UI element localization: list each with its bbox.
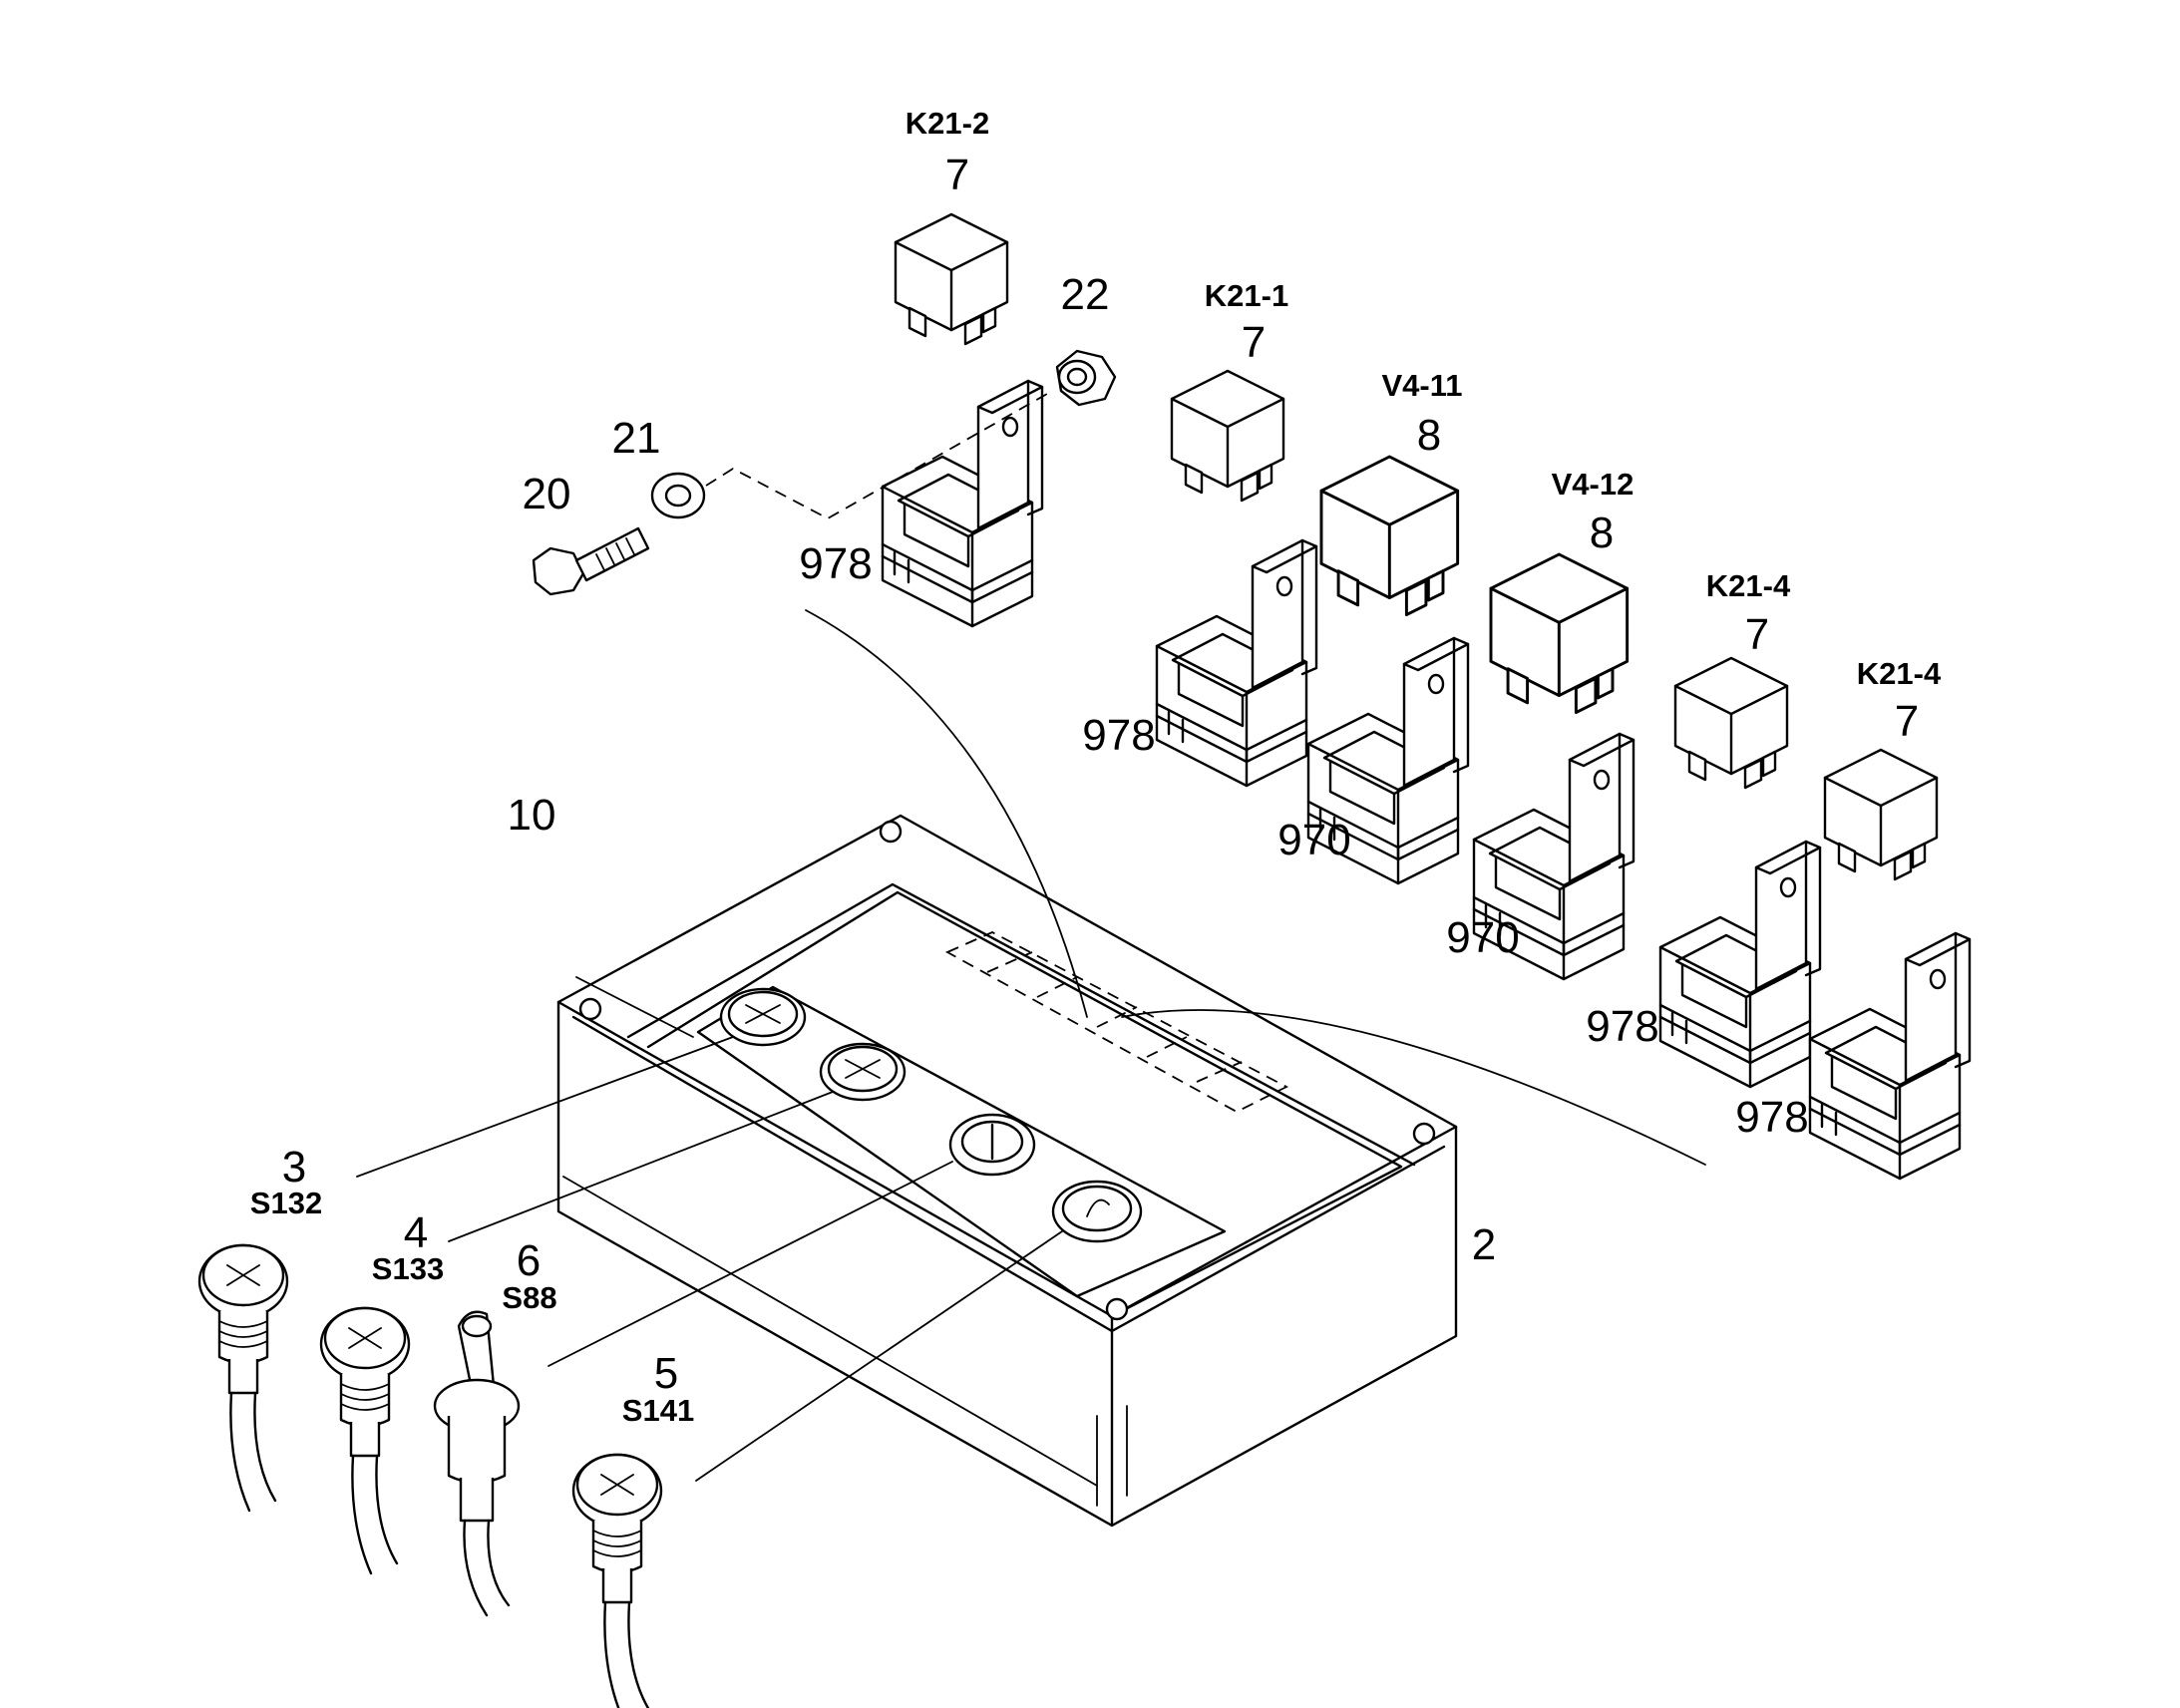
label-k21-2-code: K21-2 xyxy=(906,106,989,141)
label-v4-12-num: 8 xyxy=(1590,509,1614,557)
relay-k21-4-b xyxy=(1823,748,1939,881)
label-holder-970-b: 970 xyxy=(1446,913,1519,962)
label-box-num: 2 xyxy=(1472,1220,1496,1269)
label-panel-num: 10 xyxy=(508,791,556,840)
label-holder-970-a: 970 xyxy=(1277,816,1350,864)
label-s132-num: 3 xyxy=(282,1143,306,1192)
assembly-line xyxy=(705,393,1048,520)
relay-k21-4-a xyxy=(1673,656,1789,790)
switch-s132 xyxy=(197,1243,289,1513)
label-s88-num: 6 xyxy=(517,1236,541,1285)
panel-switch-s133 xyxy=(819,1042,907,1102)
label-holder-978-d: 978 xyxy=(1735,1093,1808,1142)
label-k21-4-b-code: K21-4 xyxy=(1857,656,1942,691)
relay-holder-978-b xyxy=(1155,538,1318,788)
label-s141-code: S141 xyxy=(622,1393,694,1428)
keyswitch-s88 xyxy=(433,1310,521,1617)
relay-k21-2 xyxy=(894,212,1009,346)
relay-holder-978-a xyxy=(881,379,1044,628)
label-s133-num: 4 xyxy=(404,1208,428,1257)
panel-switch-s141 xyxy=(1051,1180,1143,1243)
label-k21-1-code: K21-1 xyxy=(1205,278,1288,313)
label-bolt-num: 20 xyxy=(523,470,571,518)
label-holder-978-b: 978 xyxy=(1082,711,1155,760)
label-k21-4-b-num: 7 xyxy=(1895,697,1919,746)
label-holder-978-c: 978 xyxy=(1586,1002,1658,1051)
relay-k21-1 xyxy=(1170,369,1285,503)
hex-bolt xyxy=(532,526,650,596)
panel-keyswitch-s88 xyxy=(948,1113,1036,1177)
relay-holder-978-d xyxy=(1808,931,1972,1181)
label-s133-code: S133 xyxy=(372,1251,444,1286)
relay-v4-11 xyxy=(1319,455,1460,617)
label-s88-code: S88 xyxy=(502,1280,556,1315)
switch-s133 xyxy=(319,1306,411,1575)
label-k21-1-num: 7 xyxy=(1242,318,1266,367)
leader-lines xyxy=(356,609,1706,1482)
hex-nut xyxy=(1055,349,1117,407)
label-s141-num: 5 xyxy=(654,1349,678,1398)
label-holder-978-a: 978 xyxy=(799,539,872,588)
label-v4-12-code: V4-12 xyxy=(1552,467,1635,502)
label-washer-num: 21 xyxy=(612,414,661,463)
washer xyxy=(650,472,706,519)
switch-s141 xyxy=(571,1453,663,1708)
label-s132-code: S132 xyxy=(250,1186,322,1220)
label-v4-11-num: 8 xyxy=(1417,411,1441,460)
relay-v4-12 xyxy=(1489,552,1630,715)
label-nut-num: 22 xyxy=(1061,270,1110,319)
label-k21-2-num: 7 xyxy=(945,151,969,199)
label-k21-4-a-code: K21-4 xyxy=(1706,568,1791,603)
label-k21-4-a-num: 7 xyxy=(1745,610,1769,659)
labels: K21-2 7 22 K21-1 7 V4-11 8 V4-12 8 K21-4… xyxy=(250,106,1942,1428)
label-v4-11-code: V4-11 xyxy=(1381,368,1462,403)
panel-switch-s132 xyxy=(719,987,807,1047)
relay-holder-978-c xyxy=(1658,840,1822,1089)
